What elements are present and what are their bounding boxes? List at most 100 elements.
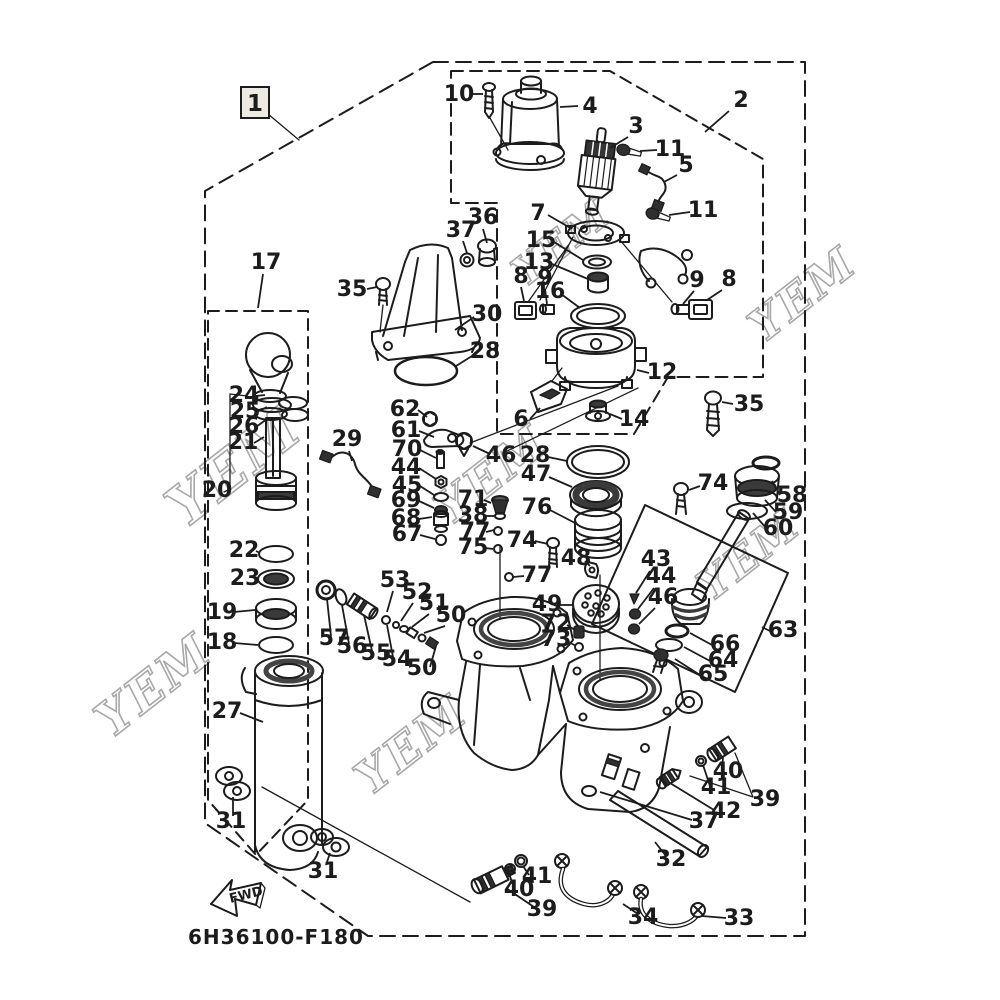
callout-45: 45 [392,473,423,498]
callout-73: 73 [541,627,572,652]
callout-35: 35 [337,277,368,302]
callout-leader [559,105,579,108]
callout-leader [419,485,435,496]
callout-leader [520,286,525,302]
callout-leader [239,712,264,723]
callout-39: 39 [527,897,558,922]
callout-12: 12 [647,360,678,385]
callout-8: 8 [721,267,736,292]
callout-leader [341,604,350,645]
hydraulic-pipe-drawings [554,853,706,929]
callout-leader [764,499,777,513]
callout-leader [609,413,623,420]
pump-oring-drawing [566,445,630,479]
callout-65: 65 [698,662,729,687]
callout-16: 16 [535,279,566,304]
pipe-fitting-drawing [470,854,528,895]
callout-leader [553,241,584,261]
callout-3: 3 [628,114,643,139]
brush-plate-drawing [565,220,630,246]
callout-29: 29 [332,427,363,452]
callout-leader [484,547,494,550]
callout-22: 22 [229,538,260,563]
callout-leader [551,263,589,280]
callout-leader [400,602,414,622]
callout-leader [326,598,332,637]
callout-leader [253,436,265,444]
fwd-label: FWD [228,884,265,907]
callout-61: 61 [391,418,422,443]
callout-leader [508,873,515,888]
valve-funnel-drawing [491,495,514,582]
callout-leader [566,624,576,631]
callout-11: 11 [688,198,719,223]
callout-33: 33 [724,906,755,931]
trim-rod-assembly-drawing [245,332,309,511]
callout-leader [689,632,713,646]
callout-19: 19 [207,600,238,625]
watermark: YEM [739,237,867,353]
callout-leader [512,575,525,578]
callout-21: 21 [228,430,259,455]
callout-leader [560,293,581,309]
relief-valve-drawing [655,735,737,790]
callout-leader [584,560,591,567]
callout-leader [483,499,492,504]
callout-54: 54 [382,647,413,672]
trim-seal-drawings [255,545,297,654]
callout-leader [752,512,767,529]
piston-seal-stack-drawing [574,509,622,559]
reservoir-oring-drawing [393,355,459,387]
motor-screw-drawing [482,82,496,119]
callout-72: 72 [541,611,572,636]
piston-kit-box [591,504,789,693]
callout-13: 13 [524,250,555,275]
tilt-bolt-drawing [673,482,689,515]
callout-25: 25 [230,399,261,424]
callout-leader [663,174,678,183]
callout-leader [549,509,578,525]
callout-77: 77 [460,519,491,544]
shock-rod-drawing [609,790,710,859]
motor-group-dashed-box [450,70,764,435]
reservoir-drawing [371,243,481,361]
trim-cylinder-drawing [240,655,324,871]
wire-harness-drawing [638,247,693,289]
callout-leader [417,409,428,418]
boundary-boxes [204,61,806,937]
assembly-callout-box: 1 [240,86,270,119]
callout-49: 49 [532,592,563,617]
callout-63: 63 [768,618,799,643]
callout-41: 41 [522,864,553,889]
callout-leader [363,614,373,652]
callout-leader [419,449,437,459]
callout-59: 59 [773,500,804,525]
callout-37: 37 [446,218,477,243]
trim-rod-dashed-box [207,310,309,856]
callout-23: 23 [230,566,261,591]
callout-leader [638,607,656,625]
callout-57: 57 [319,626,350,651]
callout-32: 32 [656,847,687,872]
callout-leader [566,640,577,647]
callout-leader [701,915,727,919]
callout-leader [548,476,573,488]
callout-leader [534,540,549,545]
armature-drawing [576,127,617,216]
stator-base-drawing [545,327,647,391]
callout-leader [547,214,573,230]
callout-24: 24 [229,383,260,408]
callout-40: 40 [504,877,535,902]
callout-11: 11 [655,137,686,162]
fill-plug-drawing [459,238,497,268]
callout-leader [771,480,781,496]
callout-6: 6 [513,407,528,432]
mount-damper-drawing [514,299,713,320]
callout-58: 58 [777,483,808,508]
callout-20: 20 [202,478,233,503]
reservoir-bolt-drawing [375,277,391,306]
callout-leader [761,626,771,632]
callout-30: 30 [472,302,503,327]
callout-42: 42 [711,799,742,824]
